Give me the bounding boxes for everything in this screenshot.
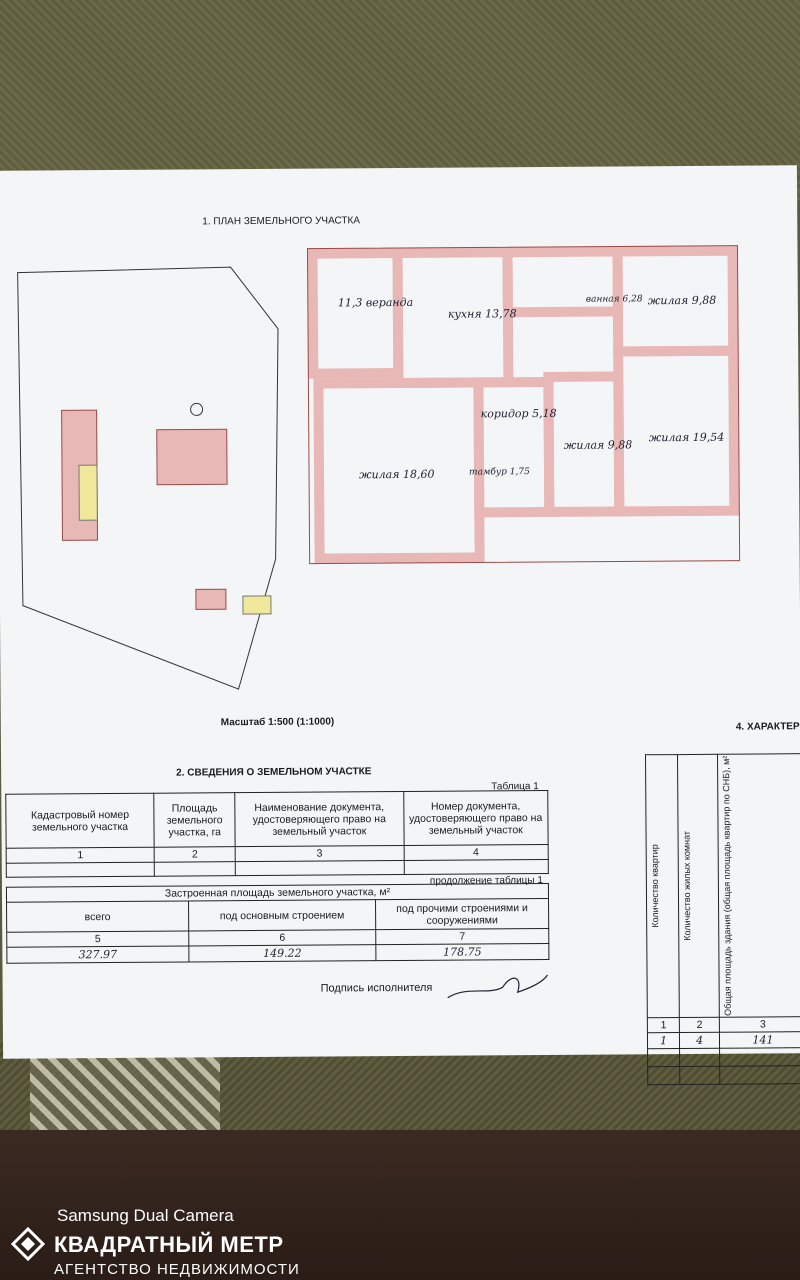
characteristics-heading: 4. ХАРАКТЕР: [735, 721, 800, 733]
site-plan: [17, 266, 279, 690]
value-other-buildings: 178.75: [375, 943, 549, 961]
header-area-ha: Площадь земельного участка, га: [153, 792, 236, 848]
header-rooms: Количество жилых комнат: [681, 831, 693, 941]
header-document-number: Номер документа, удостоверяющего право н…: [403, 790, 549, 846]
header-total-area: Общая площадь здания (общая площадь квар…: [720, 755, 733, 1016]
corridor: [473, 376, 555, 518]
brand-logo-icon: [10, 1226, 46, 1262]
dark-surface: [0, 1130, 800, 1280]
room-label-bedroom-3: жилая 19,54: [648, 430, 725, 445]
room-label-bathroom: ванная 6,28: [585, 294, 643, 305]
value-main-building: 149.22: [188, 944, 376, 962]
col-num: 3: [235, 845, 404, 862]
col-num: 1: [6, 847, 155, 864]
building-marker: [190, 402, 204, 416]
veranda-room: [307, 247, 404, 379]
signature: [447, 974, 549, 999]
header-cadastral: Кадастровый номер земельного участка: [5, 793, 155, 849]
value-total: 327.97: [6, 945, 189, 964]
document-paper: 1. ПЛАН ЗЕМЕЛЬНОГО УЧАСТКА 11,3 веранда …: [0, 165, 800, 1085]
characteristics-table: Количество квартир Количество жилых комн…: [645, 753, 800, 1085]
brand-name: КВАДРАТНЫЙ МЕТР: [54, 1232, 284, 1257]
outbuilding: [78, 464, 98, 521]
land-info-table: Кадастровый номер земельного участка Пло…: [5, 790, 549, 878]
col-num-3: 3: [719, 1016, 800, 1033]
brand-tagline: АГЕНТСТВО НЕДВИЖИМОСТИ: [54, 1261, 300, 1278]
bedroom-3: [613, 345, 740, 517]
room-label-bedroom-1: жилая 9,88: [647, 293, 717, 308]
floor-plan: [306, 245, 741, 565]
shed: [195, 588, 227, 610]
col-num: 5: [6, 930, 189, 948]
header-other-buildings: под прочими строениями и сооружениями: [375, 898, 549, 930]
room-label-bedroom-2: жилая 9,88: [563, 438, 633, 452]
value-rooms: 4: [679, 1032, 720, 1049]
room-label-veranda: 11,3 веранда: [337, 295, 414, 310]
main-house-footprint: [156, 428, 228, 486]
col-num: 7: [375, 928, 549, 945]
built-area-table: Застроенная площадь земельного участка, …: [6, 883, 550, 964]
col-num-2: 2: [679, 1017, 720, 1033]
section2-heading: 2. СВЕДЕНИЯ О ЗЕМЕЛЬНОМ УЧАСТКЕ: [176, 766, 372, 779]
patterned-cloth: [30, 1050, 220, 1140]
plan-heading: 1. ПЛАН ЗЕМЕЛЬНОГО УЧАСТКА: [202, 215, 361, 228]
value-apartments: 1: [647, 1032, 680, 1049]
shed-2: [242, 595, 272, 615]
header-apartments: Количество квартир: [649, 844, 661, 929]
col-num: 6: [188, 929, 376, 946]
header-main-building: под основным строением: [188, 899, 376, 931]
value-total-area: 141: [719, 1031, 800, 1049]
col-num: 4: [403, 844, 549, 861]
room-label-kitchen: кухня 13,78: [447, 307, 517, 321]
camera-watermark: Samsung Dual Camera: [57, 1206, 234, 1225]
col-num-1: 1: [647, 1017, 680, 1033]
room-label-corridor: коридор 5,18: [480, 406, 557, 421]
room-label-living: жилая 18,60: [358, 467, 435, 482]
signature-label: Подпись исполнителя: [320, 981, 433, 995]
room-label-vestibule: тамбур 1,75: [468, 467, 530, 478]
header-document-name: Наименование документа, удостоверяющего …: [234, 791, 404, 847]
header-total: всего: [6, 900, 189, 933]
col-num: 2: [154, 846, 236, 863]
scale-label: Масштаб 1:500 (1:1000): [220, 716, 335, 729]
